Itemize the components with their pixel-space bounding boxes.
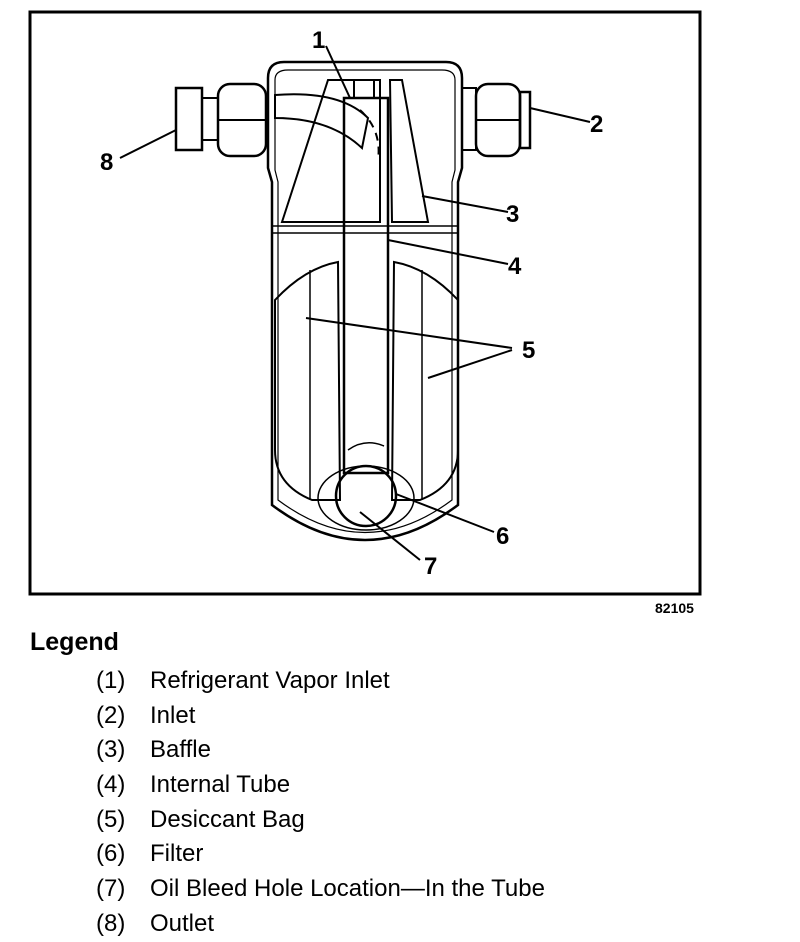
callout-5: 5 bbox=[522, 337, 535, 364]
legend-item-text: Desiccant Bag bbox=[150, 805, 305, 833]
legend-item-text: Oil Bleed Hole Location—In the Tube bbox=[150, 875, 545, 903]
vapor-inlet-pipe bbox=[274, 93, 370, 150]
legend-item: (4) Internal Tube bbox=[96, 768, 545, 803]
desiccant-bag bbox=[274, 260, 459, 501]
leader-lines bbox=[119, 45, 591, 561]
legend-list: (1) Refrigerant Vapor Inlet (2) Inlet (3) B… bbox=[96, 664, 545, 942]
filter-housing bbox=[317, 465, 415, 531]
legend-item-number: (2) bbox=[96, 701, 126, 729]
legend-item: (8) Outlet bbox=[96, 907, 545, 942]
callout-3: 3 bbox=[506, 201, 519, 228]
legend-item-number: (1) bbox=[96, 667, 126, 694]
outlet-fitting bbox=[174, 82, 268, 158]
inlet-fitting bbox=[461, 82, 532, 158]
legend-item-text: Inlet bbox=[150, 701, 196, 729]
legend-item-text: Internal Tube bbox=[150, 771, 291, 799]
legend-item: (2) Inlet bbox=[96, 699, 545, 734]
accumulator-diagram: 1 2 3 4 5 6 7 8 bbox=[28, 10, 702, 596]
legend-title: Legend bbox=[30, 628, 119, 656]
legend-item-number: (3) bbox=[96, 736, 126, 764]
legend-item-number: (6) bbox=[96, 840, 126, 868]
legend-item-number: (4) bbox=[96, 771, 126, 799]
legend-item: (7) Oil Bleed Hole Location—In the Tube bbox=[96, 872, 545, 907]
baffle bbox=[280, 79, 430, 223]
legend-item-number: (8) bbox=[96, 909, 126, 937]
legend-item-text: Filter bbox=[150, 840, 204, 868]
accumulator-body bbox=[266, 60, 464, 542]
legend-item: (3) Baffle bbox=[96, 733, 545, 768]
callout-2: 2 bbox=[590, 111, 603, 138]
vapor-inlet-hidden bbox=[359, 109, 380, 161]
legend-item-text: Outlet bbox=[150, 909, 215, 937]
legend-item-text: Baffle bbox=[150, 736, 211, 764]
legend-item: (1) Refrigerant Vapor Inlet bbox=[96, 664, 545, 699]
callout-numbers: 1 2 3 4 5 6 7 8 bbox=[100, 27, 603, 580]
callout-7: 7 bbox=[424, 553, 437, 580]
callout-1: 1 bbox=[312, 27, 325, 54]
callout-8: 8 bbox=[100, 149, 113, 176]
callout-6: 6 bbox=[496, 523, 509, 550]
internal-tube bbox=[342, 79, 390, 475]
legend-item-number: (5) bbox=[96, 805, 126, 833]
callout-4: 4 bbox=[508, 253, 522, 280]
diagram-frame bbox=[28, 10, 702, 596]
legend-item-text: Refrigerant Vapor Inlet bbox=[150, 667, 390, 694]
legend-item-number: (7) bbox=[96, 875, 126, 903]
figure-id: 82105 bbox=[655, 600, 694, 616]
legend-item: (5) Desiccant Bag bbox=[96, 803, 545, 838]
legend-item: (6) Filter bbox=[96, 837, 545, 872]
